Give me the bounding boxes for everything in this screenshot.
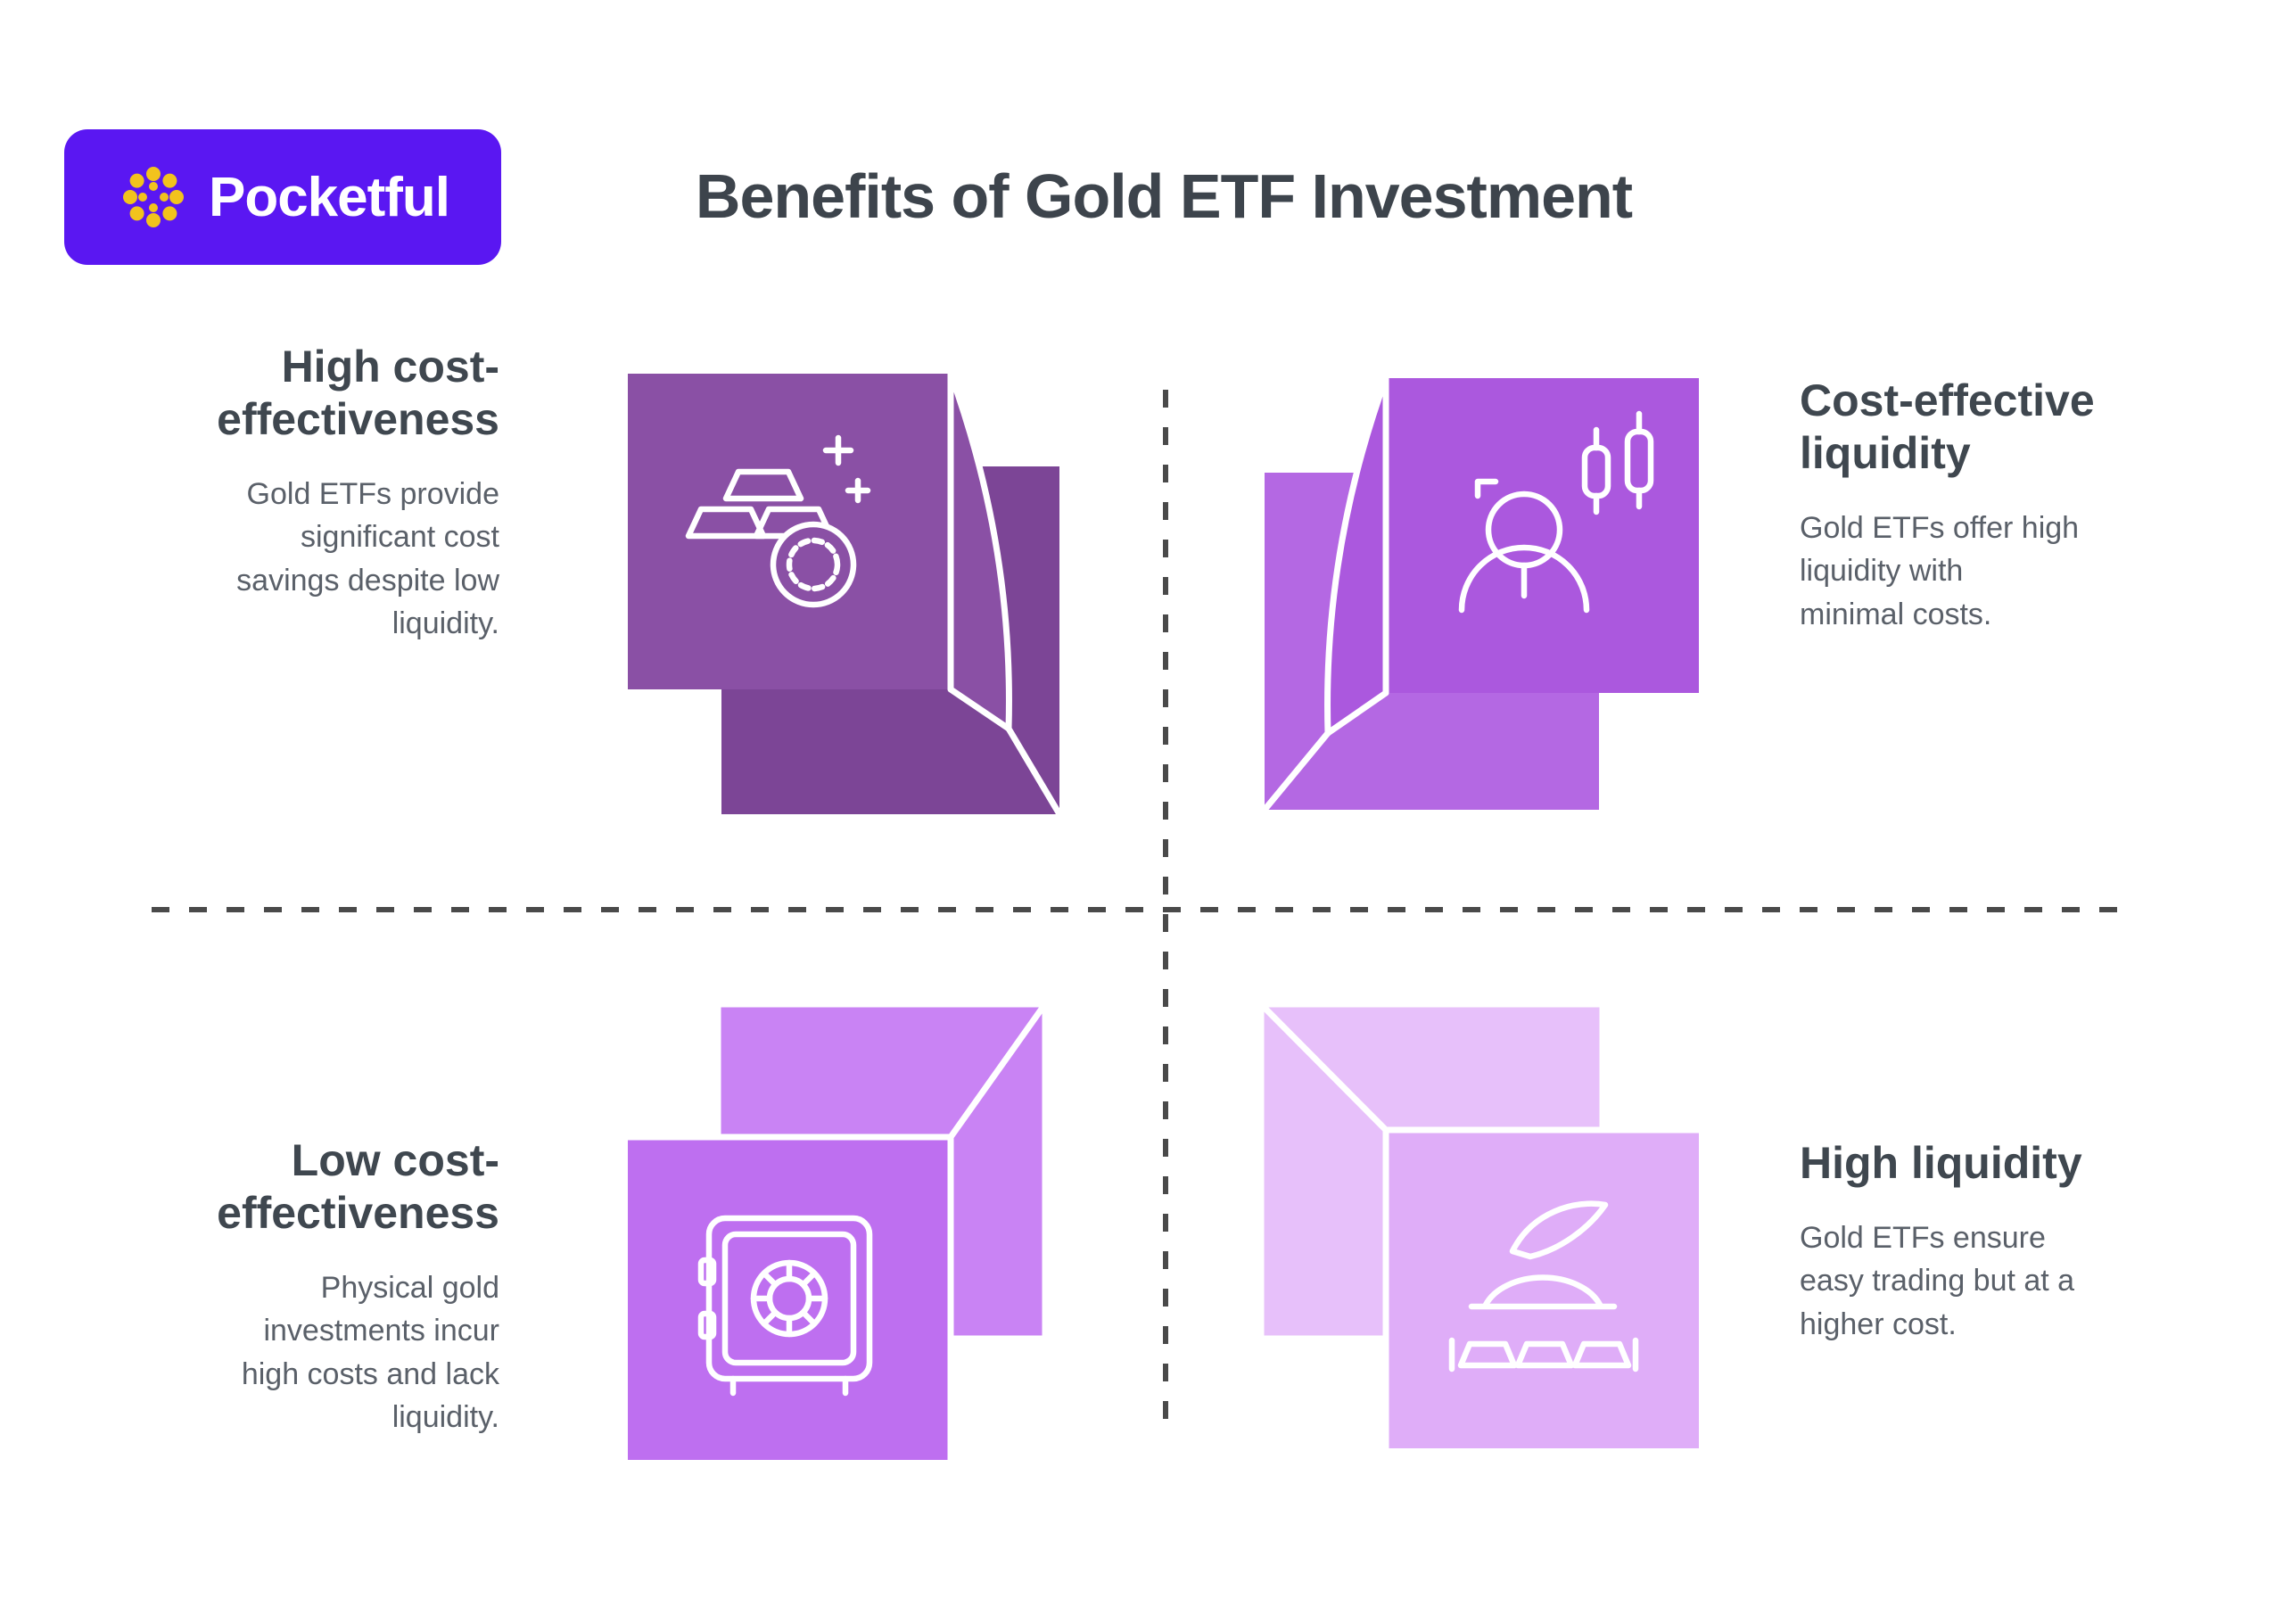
cube-graphic-high-liquidity — [1258, 1002, 1702, 1452]
quadrant-heading: Cost-effective liquidity — [1800, 375, 2095, 478]
quadrant-high-cost-effectiveness-text: High cost- effectiveness Gold ETFs provi… — [116, 341, 499, 645]
quadrant-heading: Low cost- effectiveness — [217, 1135, 499, 1238]
quadrant-body: Gold ETFs ensure easy trading but at a h… — [1800, 1221, 2075, 1341]
quadrant-body: Gold ETFs provide significant cost savin… — [236, 477, 499, 640]
gold-bars-coin-icon — [685, 434, 871, 608]
pocketful-logo: Pocketful — [64, 129, 501, 265]
cube-graphic-cost-effective-liquidity — [1261, 375, 1699, 813]
cube-fold-flap — [947, 370, 1012, 732]
gold-pile-scoop-icon — [1448, 1200, 1639, 1373]
trader-candlesticks-icon — [1458, 410, 1654, 614]
cube-edge-line — [1258, 1334, 1389, 1452]
cube-edge-line — [624, 1002, 722, 1141]
quadrant-cost-effective-liquidity-text: Cost-effective liquidity Gold ETFs offer… — [1800, 375, 2219, 636]
vault-icon — [697, 1215, 873, 1397]
quadrant-heading: High cost- effectiveness — [217, 342, 499, 444]
cube-main-square — [1386, 378, 1699, 693]
cube-graphic-high-cost-effectiveness — [628, 370, 1063, 818]
quadrant-high-liquidity-text: High liquidity Gold ETFs ensure easy tra… — [1800, 1137, 2219, 1346]
pocketful-burst-icon — [122, 167, 184, 227]
cube-fold-flap — [1324, 375, 1389, 737]
cube-main-square — [628, 1137, 951, 1460]
quadrant-body: Gold ETFs offer high liquidity with mini… — [1800, 511, 2080, 631]
cube-edge-line — [947, 1334, 1048, 1463]
page-title: Benefits of Gold ETF Investment — [695, 161, 1633, 231]
cube-edge-line — [1598, 1002, 1702, 1134]
cube-edge-line — [947, 1002, 1048, 1141]
cube-main-square — [1386, 1130, 1699, 1448]
quadrant-body: Physical gold investments incur high cos… — [241, 1271, 499, 1434]
cube-edge-line — [1258, 1002, 1389, 1134]
cube-fold-line — [1005, 725, 1063, 818]
cube-graphic-low-cost-effectiveness — [624, 1002, 1048, 1463]
cube-fold-line — [1261, 730, 1331, 813]
pocketful-logo-text: Pocketful — [208, 166, 450, 228]
quadrant-heading: High liquidity — [1800, 1138, 2082, 1188]
quadrant-low-cost-effectiveness-text: Low cost- effectiveness Physical gold in… — [116, 1134, 499, 1439]
